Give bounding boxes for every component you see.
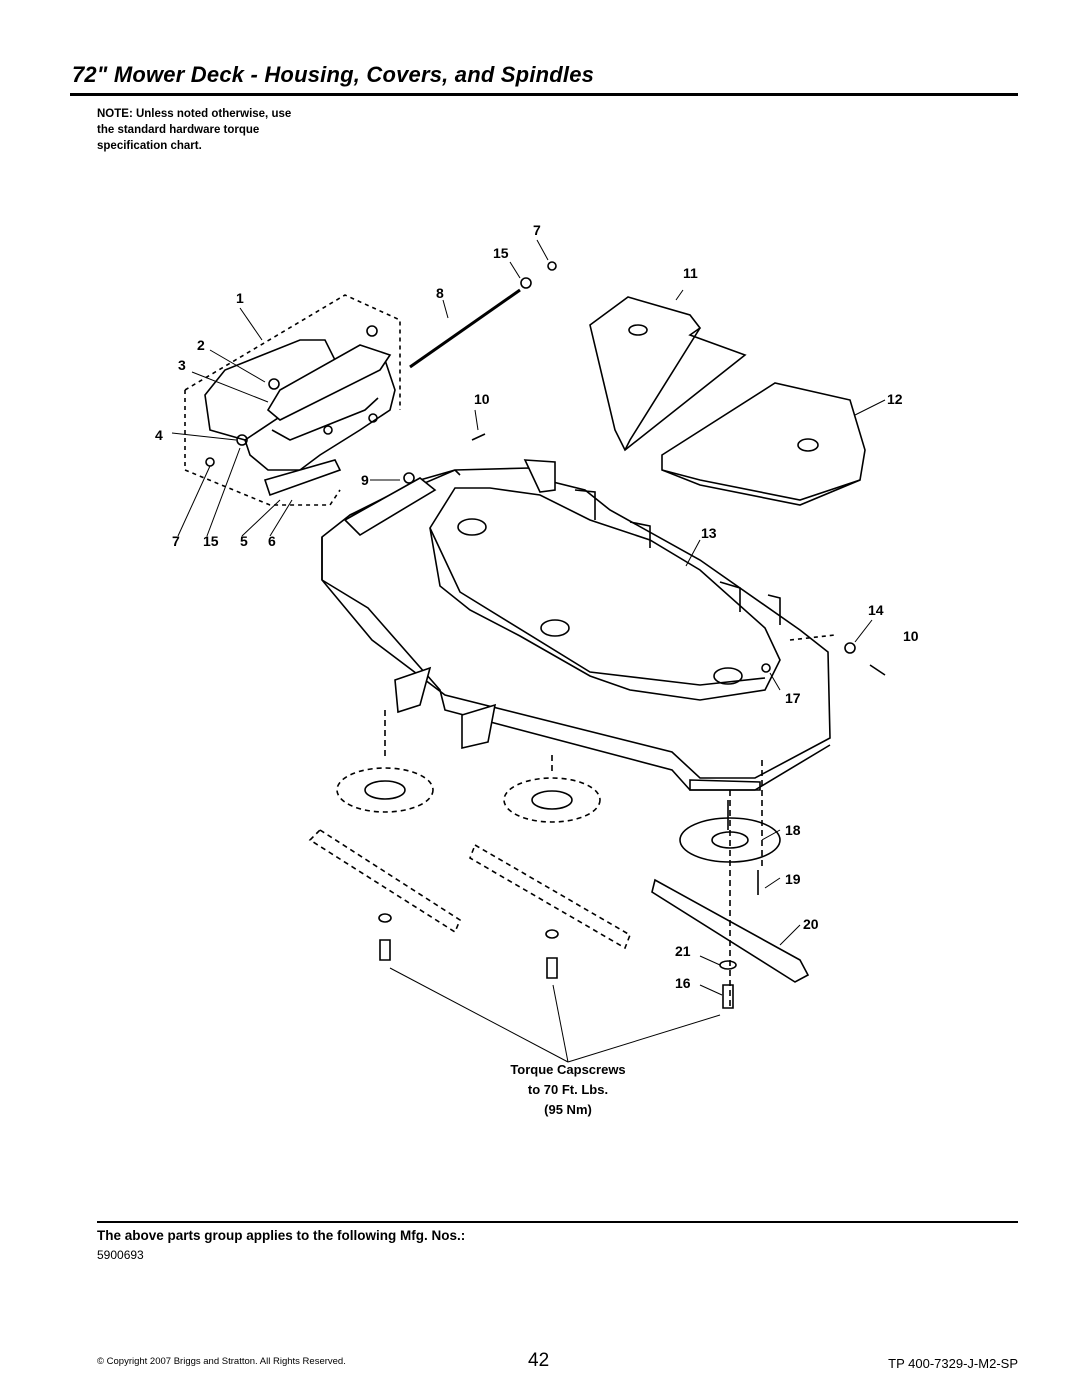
callout-7-bottom: 7 <box>172 533 180 549</box>
torque-line-1: Torque Capscrews <box>510 1062 625 1077</box>
callout-leaders <box>171 239 886 996</box>
callout-17: 17 <box>785 690 801 706</box>
callout-19: 19 <box>785 871 801 887</box>
callout-1: 1 <box>236 290 244 306</box>
applies-heading: The above parts group applies to the fol… <box>97 1228 466 1243</box>
torque-line-3: (95 Nm) <box>544 1102 592 1117</box>
applies-rule <box>97 1221 1018 1223</box>
callout-7-top: 7 <box>533 222 541 238</box>
callout-21: 21 <box>675 943 691 959</box>
torque-line-2: to 70 Ft. Lbs. <box>528 1082 608 1097</box>
mfg-number: 5900693 <box>97 1248 144 1262</box>
callout-14: 14 <box>868 602 884 618</box>
callout-13: 13 <box>701 525 717 541</box>
callout-20: 20 <box>803 916 819 932</box>
torque-specification: Torque Capscrews to 70 Ft. Lbs. (95 Nm) <box>510 1062 625 1117</box>
deck-cover-upper <box>589 296 747 452</box>
callout-15-top: 15 <box>493 245 509 261</box>
callout-16: 16 <box>675 975 691 991</box>
callout-11: 11 <box>683 265 698 281</box>
callout-5: 5 <box>240 533 248 549</box>
discharge-housing-cover <box>184 294 401 506</box>
rod-and-hardware <box>403 261 557 484</box>
torque-leader-lines <box>389 967 721 1063</box>
torque-note-text: NOTE: Unless noted otherwise, use the st… <box>97 108 292 152</box>
callout-10-top: 10 <box>474 391 490 407</box>
deck-cover-lower <box>661 382 866 506</box>
callout-numbers: 7 15 11 1 8 2 3 10 12 4 9 7 15 5 6 13 14… <box>155 222 919 991</box>
copyright-notice: © Copyright 2007 Briggs and Stratton. Al… <box>97 1356 346 1367</box>
spindle-assembly-right <box>651 760 810 1010</box>
right-hardware <box>761 634 886 676</box>
callout-6: 6 <box>268 533 276 549</box>
title-rule <box>70 93 1018 96</box>
document-id: TP 400-7329-J-M2-SP <box>888 1356 1018 1371</box>
callout-3: 3 <box>178 357 186 373</box>
callout-2: 2 <box>197 337 205 353</box>
callout-12: 12 <box>887 391 903 407</box>
callout-4: 4 <box>155 427 163 443</box>
callout-15-bottom: 15 <box>203 533 219 549</box>
page-number: 42 <box>528 1350 550 1371</box>
spindle-assembly-left <box>308 710 461 961</box>
mower-deck-housing <box>321 459 831 791</box>
page-title: 72" Mower Deck - Housing, Covers, and Sp… <box>72 62 595 87</box>
callout-8: 8 <box>436 285 444 301</box>
callout-10-right: 10 <box>903 628 919 644</box>
callout-18: 18 <box>785 822 801 838</box>
spindle-assembly-center <box>469 755 631 979</box>
callout-9: 9 <box>361 472 369 488</box>
